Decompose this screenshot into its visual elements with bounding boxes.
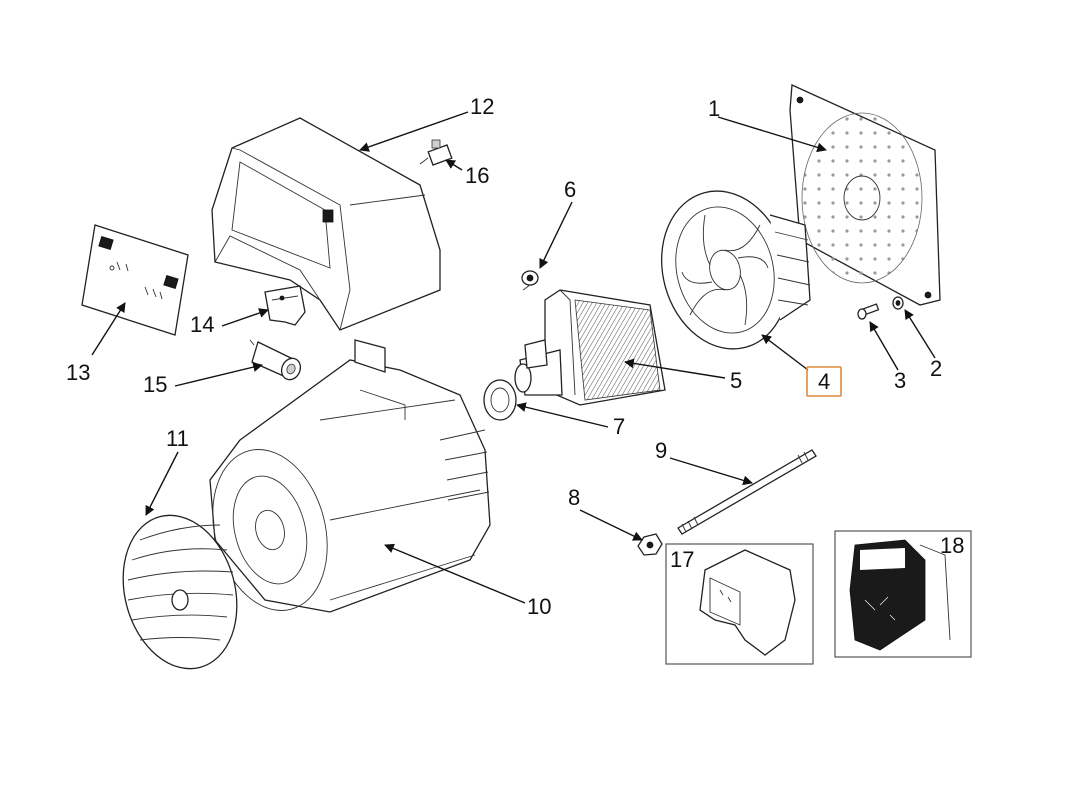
callout-1: 1	[708, 96, 720, 121]
callout-17: 17	[670, 547, 694, 572]
callout-9: 9	[655, 438, 667, 463]
callout-7: 7	[613, 414, 625, 439]
part-12-top-cover	[211, 117, 441, 331]
callout-10: 10	[527, 594, 551, 619]
part-13-panel-plate	[81, 224, 189, 336]
callout-16: 16	[465, 163, 489, 188]
leader-14	[221, 308, 269, 327]
leader-16	[445, 159, 463, 171]
leader-6	[539, 201, 573, 269]
callout-labels: 1 2 3 4 5 6 7 8 9 10 11 12 13 14 15 16 1…	[66, 94, 964, 619]
callout-13: 13	[66, 360, 90, 385]
part-7-bearing	[483, 379, 517, 421]
leader-13	[91, 302, 126, 356]
leader-2	[904, 309, 936, 359]
leader-8	[579, 509, 643, 541]
leader-11	[145, 451, 179, 516]
callout-12: 12	[470, 94, 494, 119]
inset-18-box	[834, 530, 972, 658]
leader-15	[174, 362, 263, 387]
part-10-stator-housing	[209, 339, 491, 613]
part-3-bolt	[857, 303, 880, 320]
leader-5	[624, 358, 726, 379]
leader-12	[359, 111, 469, 152]
leader-9	[669, 457, 753, 486]
leader-7	[516, 402, 609, 428]
part-14-bracket	[264, 285, 306, 326]
part-5-rotor	[514, 289, 666, 406]
part-15-capacitor	[249, 339, 302, 381]
leader-10	[384, 543, 526, 604]
callout-5: 5	[730, 368, 742, 393]
leader-lines	[91, 111, 936, 604]
part-8-nut	[637, 533, 663, 556]
part-9-tie-rod	[677, 449, 817, 535]
callout-15: 15	[143, 372, 167, 397]
part-1-back-plate	[789, 84, 941, 306]
inset-17-box	[665, 543, 814, 665]
part-4-fan	[660, 190, 811, 350]
callout-6: 6	[564, 177, 576, 202]
callout-4-highlight-box	[806, 366, 842, 397]
callout-18: 18	[940, 533, 964, 558]
part-2-washer	[892, 296, 904, 310]
callout-8: 8	[568, 485, 580, 510]
callout-2: 2	[930, 356, 942, 381]
part-11-end-grille	[122, 514, 238, 670]
callout-4: 4	[818, 369, 830, 394]
callout-3: 3	[894, 368, 906, 393]
callout-14: 14	[190, 312, 214, 337]
part-6-screw	[521, 270, 539, 291]
leader-4	[761, 334, 809, 371]
leader-1	[717, 116, 827, 153]
callout-11: 11	[166, 426, 189, 451]
leader-3	[869, 321, 899, 371]
